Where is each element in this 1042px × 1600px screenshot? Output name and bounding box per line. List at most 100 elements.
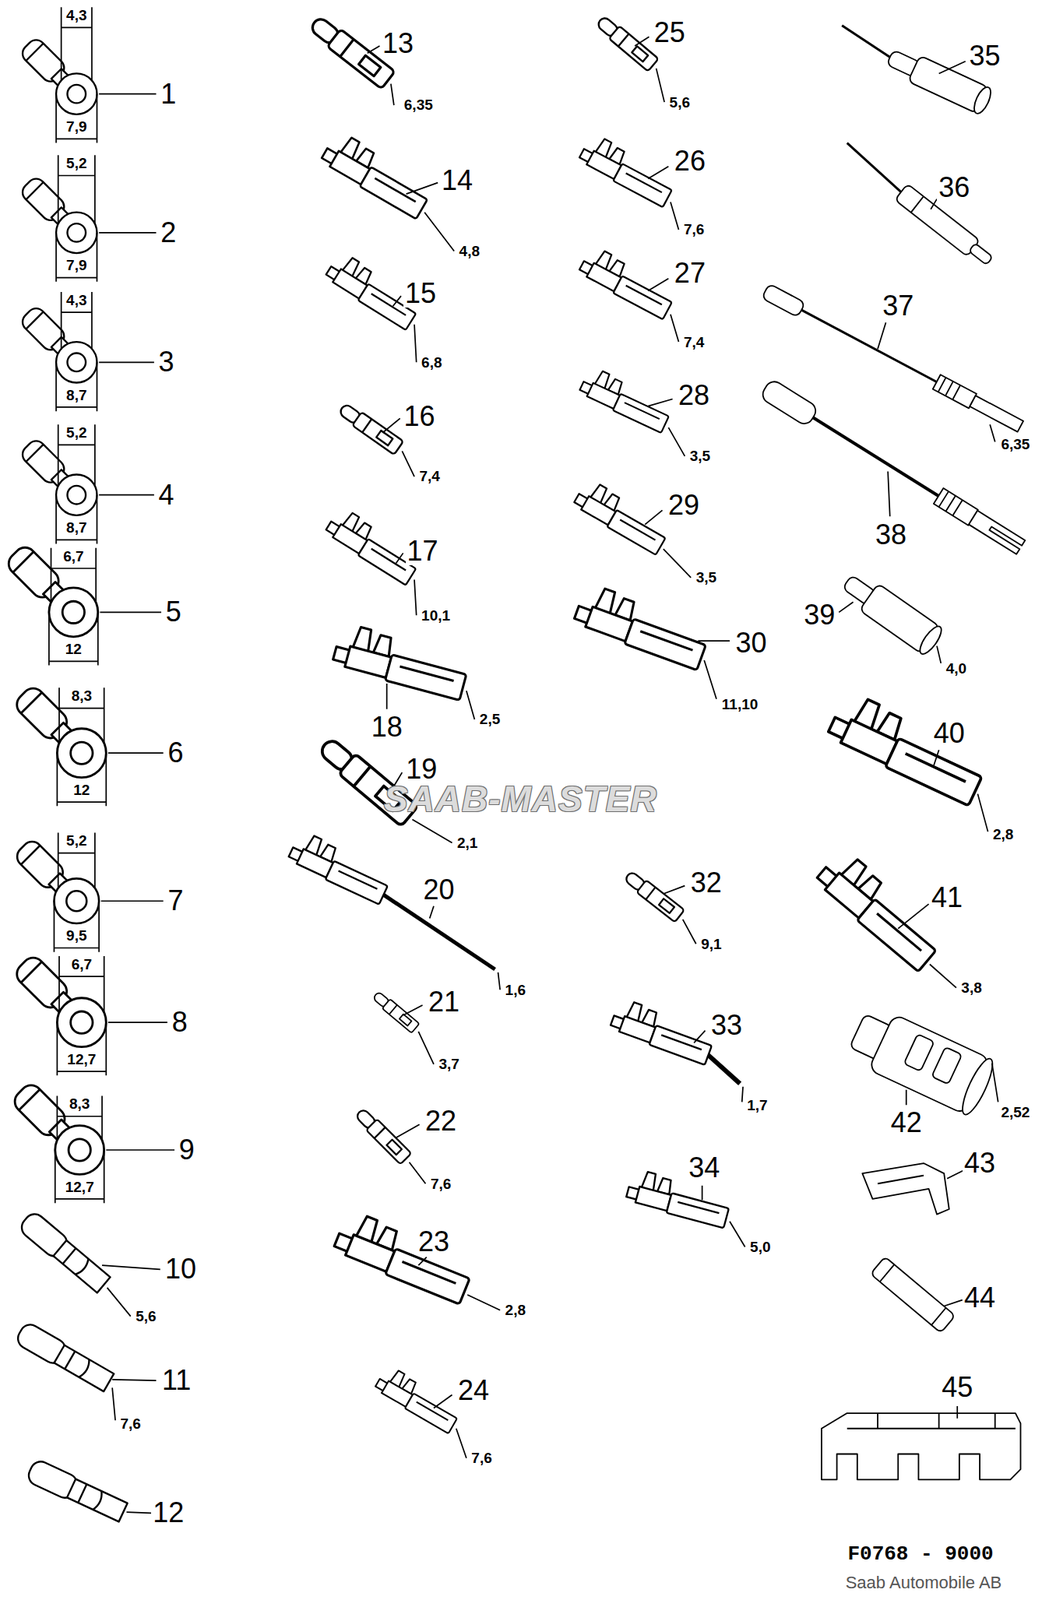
copyright-note: Saab Automobile AB	[845, 1574, 1003, 1592]
callout-number: 23	[416, 1228, 451, 1257]
dimension-label: 7,6	[429, 1176, 453, 1192]
dimension-label: 6,35	[402, 97, 435, 113]
callout-number: 26	[672, 147, 708, 176]
dimension-label: 9,5	[64, 928, 89, 944]
dimension-label: 12	[71, 782, 92, 798]
dimension-label: 4,3	[64, 292, 89, 308]
blade-receptacle	[813, 847, 949, 972]
callout-number: 6	[165, 739, 185, 768]
dimension-label: 8,3	[70, 688, 94, 704]
callout-number: 32	[689, 869, 724, 898]
callout-number: 19	[404, 755, 439, 784]
blade-receptacle	[331, 1209, 478, 1305]
callout-number: 35	[968, 42, 1003, 71]
dimension-label: 5,0	[748, 1239, 772, 1255]
callout-number: 15	[403, 279, 438, 308]
dimension-label: 8,3	[67, 1096, 92, 1112]
dimension-label: 12,7	[63, 1179, 96, 1195]
callout-number: 4	[157, 481, 177, 510]
callout-number: 29	[666, 491, 701, 520]
callout-number: 7	[165, 887, 185, 916]
callout-number: 41	[929, 883, 965, 912]
dimension-label: 2,1	[455, 835, 479, 851]
callout-number: 20	[421, 876, 456, 905]
callout-number: 36	[936, 173, 972, 202]
callout-number: 12	[151, 1499, 186, 1528]
dimension-label: 3,5	[694, 570, 719, 585]
blade-tab	[25, 1458, 129, 1525]
dimension-label: 5,2	[64, 833, 89, 849]
callout-number: 8	[170, 1008, 190, 1037]
double-receptacle	[572, 582, 713, 671]
watermark: SAAB-MASTER	[383, 781, 658, 817]
callout-number: 34	[686, 1154, 722, 1183]
wire	[847, 143, 904, 195]
dimension-label: 6,35	[999, 436, 1032, 452]
dimension-label: 7,4	[418, 468, 442, 484]
callout-number: 13	[380, 29, 416, 58]
blade-receptacle	[373, 1365, 463, 1434]
dimension-label: 2,5	[478, 711, 502, 727]
callout-number: 30	[733, 629, 768, 658]
round-receptacle	[623, 869, 685, 923]
dimension-label: 6,8	[419, 355, 444, 370]
terminals-column-4	[759, 25, 1027, 1480]
leader-and-dimension-lines	[367, 45, 500, 1459]
dimension-label: 7,9	[64, 119, 89, 134]
callout-number: 14	[440, 166, 475, 195]
dimension-label: 6,7	[61, 549, 85, 564]
callout-number: 11	[160, 1366, 193, 1395]
callout-number: 21	[426, 988, 462, 1017]
dimension-label: 11,10	[720, 697, 761, 712]
dimension-label: 4,3	[64, 7, 89, 23]
insulating-sleeve	[837, 568, 946, 658]
callout-number: 43	[962, 1149, 997, 1178]
callout-number: 38	[873, 521, 909, 550]
dimension-label: 7,6	[469, 1450, 493, 1466]
retaining-clip	[862, 1163, 949, 1215]
dimension-label: 2,8	[503, 1302, 528, 1318]
callout-number: 40	[932, 719, 967, 748]
pin-tip	[707, 1055, 740, 1085]
connector-block	[821, 1413, 1021, 1480]
callout-number: 27	[672, 259, 708, 288]
dimension-label: 9,1	[699, 936, 723, 952]
dimension-label: 8,7	[64, 387, 89, 403]
dimension-label: 7,6	[682, 221, 706, 237]
ring-terminal	[13, 837, 99, 924]
callout-number: 22	[423, 1107, 458, 1136]
pin-terminal	[609, 997, 717, 1066]
callout-number: 45	[939, 1373, 975, 1402]
callout-number: 17	[405, 537, 441, 566]
blade-receptacle	[577, 366, 675, 433]
terminals-column-3	[571, 14, 740, 1229]
needle-pin-shaft	[383, 894, 496, 970]
callout-number: 37	[880, 292, 916, 321]
dimension-label: 4,8	[457, 243, 482, 259]
lead-with-terminal	[759, 378, 1027, 557]
dimension-label: 2,8	[991, 827, 1015, 842]
callout-number: 5	[164, 598, 184, 627]
dimension-lines	[49, 7, 131, 1421]
dimension-label: 5,2	[64, 155, 89, 171]
callout-number: 25	[652, 18, 687, 47]
leader-and-dimension-lines	[838, 61, 998, 1419]
callout-number: 24	[456, 1376, 491, 1405]
terminals-column-2	[286, 14, 496, 1434]
callout-number: 42	[889, 1108, 924, 1138]
dimension-label: 3,7	[436, 1056, 461, 1072]
dimension-label: 8,7	[64, 520, 89, 536]
callout-number: 2	[158, 218, 178, 247]
dimension-label: 7,4	[682, 334, 706, 350]
dimension-label: 12,7	[65, 1052, 98, 1067]
ring-terminal	[18, 304, 97, 383]
callout-number: 39	[802, 601, 837, 630]
flat-receptacle	[330, 622, 472, 701]
callout-number: 1	[158, 80, 178, 109]
dimension-label: 1,7	[745, 1098, 769, 1113]
dimension-label: 5,6	[133, 1309, 158, 1324]
callout-number: 33	[709, 1011, 744, 1040]
small-receptacle	[371, 990, 419, 1034]
dimension-label: 1,6	[503, 982, 528, 998]
